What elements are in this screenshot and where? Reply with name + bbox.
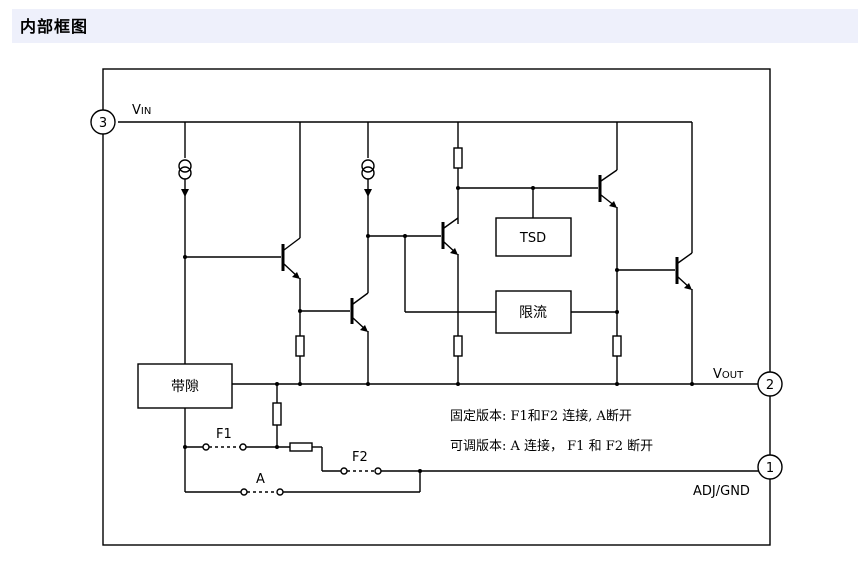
- current-limit-label: 限流: [519, 305, 547, 321]
- bandgap-block: [137, 363, 233, 409]
- transistor-q5-arrow: [684, 283, 692, 290]
- transistor-q3-arrow: [450, 248, 458, 255]
- junction-dot: [615, 382, 619, 386]
- junction-dot: [275, 445, 279, 449]
- switch-f2-contact-left: [340, 467, 348, 475]
- pin-adj-gnd-label: ADJ/GND: [693, 484, 750, 499]
- pin-2-circle: [757, 371, 783, 397]
- switch-f1-contact-right: [239, 443, 247, 451]
- pin-3-circle: [90, 109, 116, 135]
- current-source-1-bottom: [178, 166, 192, 180]
- resistor-r1: [295, 335, 305, 357]
- switch-f1-label: F1: [216, 427, 232, 442]
- transistor-q3-collector: [443, 217, 459, 229]
- pin-3-number: 3: [99, 116, 107, 131]
- pin-2-number: 2: [766, 378, 774, 393]
- switch-a-contact-left: [240, 488, 248, 496]
- transistor-q1-collector: [283, 237, 301, 251]
- resistor-r6: [289, 442, 313, 452]
- junction-dot: [615, 310, 619, 314]
- transistor-q1-arrow: [292, 272, 300, 279]
- switch-f2-contact-right: [374, 467, 382, 475]
- current-source-1-arrow: [181, 189, 189, 197]
- note-fixed-version: 固定版本: F1和F2 连接, A断开: [450, 408, 632, 424]
- section-title: 内部框图: [20, 17, 89, 36]
- transistor-q2-arrow: [360, 325, 368, 332]
- tsd-block: [495, 217, 572, 257]
- transistor-q4-arrow: [609, 201, 617, 208]
- pin-1-circle: [757, 454, 783, 480]
- resistor-r2: [453, 147, 463, 169]
- switch-a-label: A: [256, 472, 265, 487]
- switch-f1-contact-left: [202, 443, 210, 451]
- current-limit-block: [495, 290, 572, 334]
- junction-dot: [456, 382, 460, 386]
- resistor-r3: [453, 335, 463, 357]
- junction-dot: [690, 382, 694, 386]
- transistor-q2-collector: [352, 292, 369, 305]
- resistor-r4: [612, 335, 622, 357]
- current-source-1-top: [178, 159, 192, 173]
- junction-dot: [366, 382, 370, 386]
- current-source-2-bottom: [361, 166, 375, 180]
- transistor-q5-collector: [677, 252, 693, 264]
- junction-dot: [298, 382, 302, 386]
- note-adjustable-version: 可调版本: A 连接， F1 和 F2 断开: [450, 438, 653, 454]
- header-bar: [12, 9, 858, 43]
- switch-f2-label: F2: [352, 450, 368, 465]
- junction-dot: [183, 255, 187, 259]
- pin-vin-label: VIN: [132, 103, 151, 118]
- current-source-2-top: [361, 159, 375, 173]
- switch-a-contact-right: [276, 488, 284, 496]
- pin-vout-label: VOUT: [713, 367, 744, 382]
- transistor-q4-collector: [600, 169, 618, 182]
- resistor-r5: [272, 402, 282, 426]
- tsd-label: TSD: [519, 231, 546, 246]
- current-source-2-arrow: [364, 189, 372, 197]
- pin-1-number: 1: [766, 461, 774, 476]
- diagram-frame: [102, 68, 771, 546]
- bandgap-label: 带隙: [171, 379, 199, 395]
